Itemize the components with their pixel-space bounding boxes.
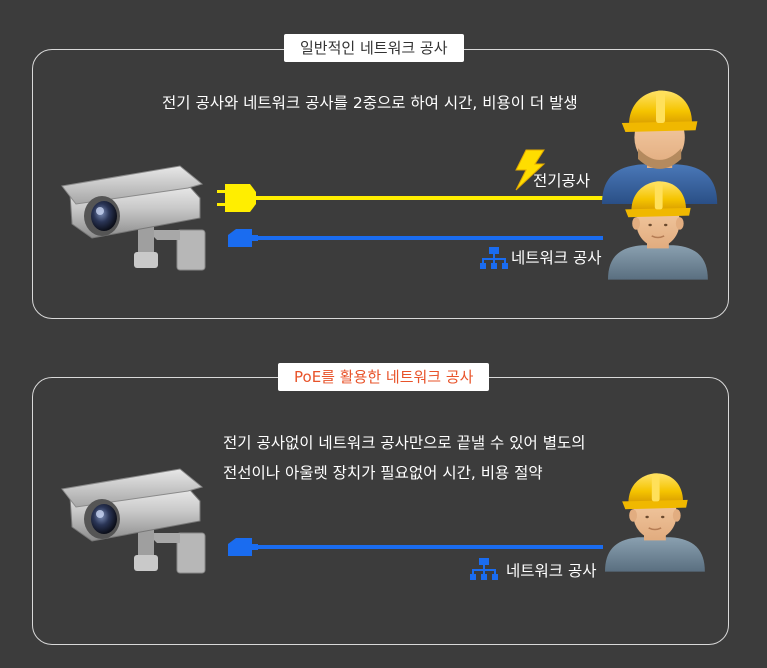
cctv-camera-icon xyxy=(62,166,205,270)
worker-icon xyxy=(605,473,705,571)
network-plug-icon xyxy=(228,538,258,556)
panel1-description: 전기 공사와 네트워크 공사를 2중으로 하여 시간, 비용이 더 발생 xyxy=(162,88,578,118)
network-work-label: 네트워크 공사 xyxy=(511,246,602,268)
network-plug-icon xyxy=(228,229,258,247)
network-tree-icon xyxy=(480,247,508,269)
network-work-label: 네트워크 공사 xyxy=(506,559,597,581)
panel2-title: PoE를 활용한 네트워크 공사 xyxy=(278,363,489,391)
cctv-camera-icon xyxy=(62,469,205,573)
panel2-description-line2: 전선이나 아울렛 장치가 필요없어 시간, 비용 절약 xyxy=(223,458,543,488)
power-work-label: 전기공사 xyxy=(533,169,590,191)
power-plug-icon xyxy=(217,184,256,212)
panel2-description-line1: 전기 공사없이 네트워크 공사만으로 끝낼 수 있어 별도의 xyxy=(223,428,585,458)
network-tree-icon xyxy=(470,558,498,580)
panel1-title: 일반적인 네트워크 공사 xyxy=(284,34,464,62)
